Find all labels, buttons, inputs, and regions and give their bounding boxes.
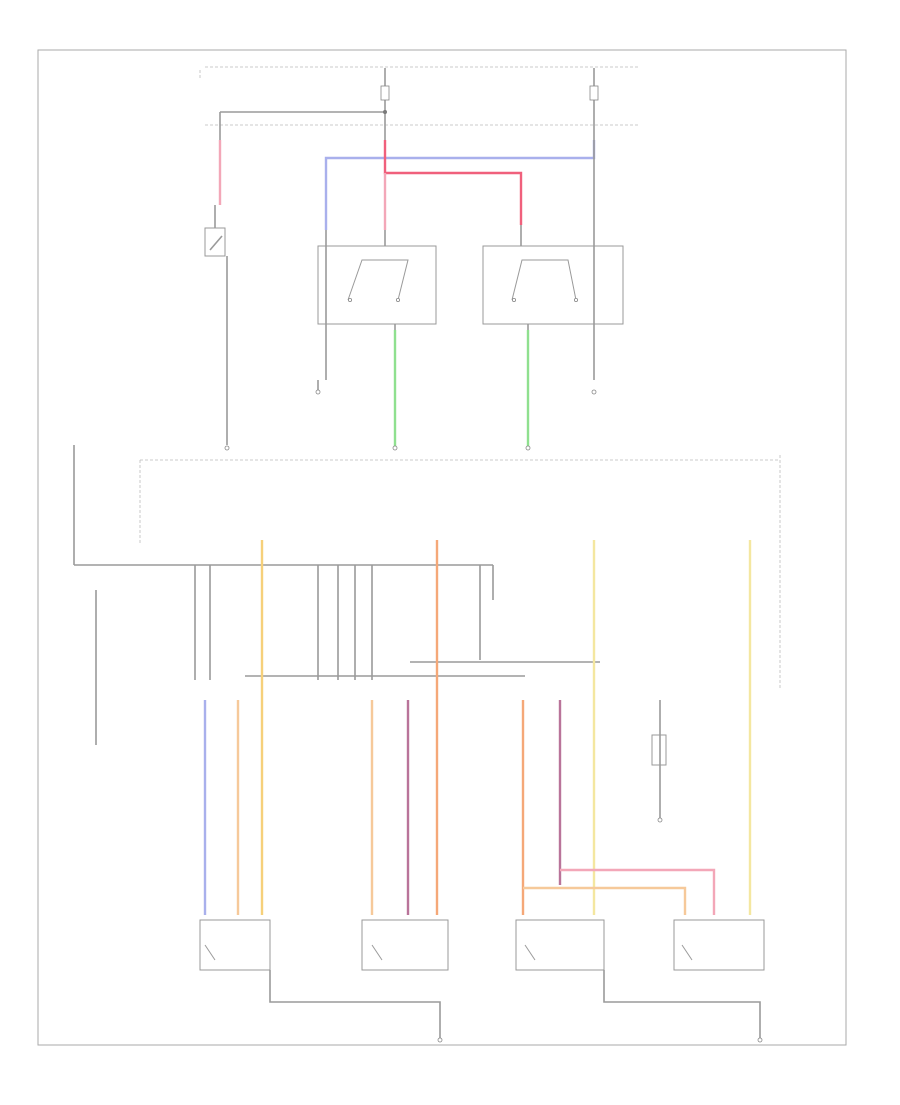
- lock-relays: [194, 565, 494, 680]
- right-lock-switch: [482, 140, 624, 440]
- top-bus: [199, 66, 640, 126]
- bottom-grounds: [269, 970, 763, 1043]
- door-ajar-switch-circuit: [204, 140, 228, 445]
- ground-upper-right: [591, 389, 597, 395]
- left-lock-switch: [317, 230, 437, 440]
- red-feed-loop: [383, 140, 523, 230]
- door-lock-motors: [199, 919, 765, 971]
- diagram-frame: [37, 49, 847, 1046]
- motor-feeds: [203, 540, 752, 915]
- fuse-feed-left: [219, 68, 390, 140]
- blue-feed-loop: [324, 140, 596, 230]
- right-relay-circuit: [651, 700, 667, 823]
- ground-upper-left: [315, 380, 321, 395]
- fuse-feed-right: [589, 68, 599, 140]
- pink-crossover: [523, 868, 716, 915]
- body-control-module: [139, 445, 781, 690]
